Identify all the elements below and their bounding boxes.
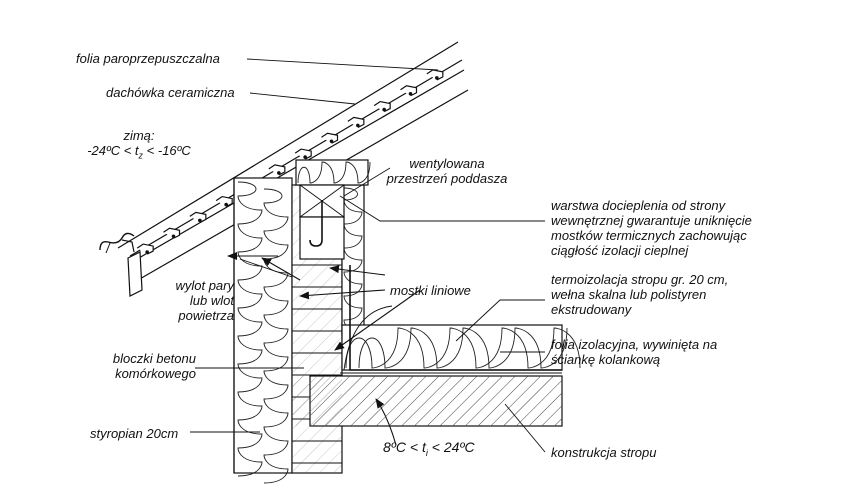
label-termoizolacja: termoizolacja stropu gr. 20 cm, wełna sk… — [551, 272, 729, 317]
tile-fixing-dot — [382, 107, 386, 112]
roof-tile — [189, 211, 207, 223]
label-warstwa-docieplenia: warstwa docieplenia od strony wewnętrzne… — [551, 198, 752, 258]
label-konstrukcja-stropu: konstrukcja stropu — [551, 445, 657, 460]
wall-plate — [299, 184, 345, 260]
label-zima-range: -24ºC < tz < -16ºC — [87, 143, 191, 161]
roof-tile — [136, 243, 154, 255]
roof-tile — [163, 227, 181, 239]
roof-tile — [347, 116, 365, 128]
roof-tile — [400, 85, 418, 97]
label-dachowka-ceramiczna: dachówka ceramiczna — [106, 85, 235, 100]
inner-wall-insulation — [341, 184, 365, 336]
label-folia-paroprzepuszczalna: folia paroprzepuszczalna — [76, 51, 220, 66]
anchor-bolt — [309, 200, 323, 247]
tile-fixing-dot — [435, 76, 439, 80]
arrow-bridge-3 — [334, 289, 421, 351]
roof-tile — [215, 195, 233, 208]
roof-tile — [268, 164, 286, 176]
tile-fixing-dot — [224, 202, 228, 207]
arrows — [227, 252, 421, 351]
roof-tile — [294, 148, 312, 160]
interior-heat-arrow — [375, 398, 397, 446]
tile-fixing-dot — [198, 218, 202, 223]
arrow-bridge-2 — [299, 289, 386, 300]
label-styropian: styropian 20cm — [90, 426, 179, 441]
tile-fixing-dot — [145, 250, 149, 254]
tile-fixing-dot — [277, 171, 281, 175]
roof-line-outer — [117, 41, 459, 249]
label-zima-title: zimą: — [123, 128, 155, 143]
roof-tile — [426, 69, 444, 81]
roof-tile — [321, 132, 339, 144]
label-bloczki: bloczki betonu komórkowego — [112, 351, 196, 381]
label-temp-interior: 8ºC < ti < 24ºC — [383, 439, 475, 458]
gutter-hook — [121, 239, 135, 253]
roof-tile — [373, 100, 391, 113]
tile-fixing-dot — [329, 139, 334, 144]
tile-fixing-dot — [408, 91, 413, 96]
arrow-bridge-1 — [329, 265, 386, 276]
gutter — [99, 232, 135, 251]
label-folia-izolacyjna: folia izolacyjna, wywinięta na ściankę k… — [551, 337, 718, 367]
tile-fixing-dot — [356, 123, 360, 128]
tile-fixing-dot — [303, 155, 307, 159]
ceiling-structure — [292, 375, 563, 427]
styrofoam-layer — [233, 177, 293, 484]
insulation-foil — [340, 265, 562, 374]
leader-lines — [190, 58, 546, 453]
tile-fixing-dot — [171, 234, 176, 239]
label-wentylowana: wentylowana przestrzeń poddasza — [386, 156, 508, 186]
wall-top-insulation — [295, 159, 371, 186]
ceiling-insulation — [341, 324, 581, 371]
label-wylot-pary: wylot pary lub wlot powietrza — [175, 278, 234, 323]
label-zima: zimą: -24ºC < tz < -16ºC — [84, 128, 194, 164]
arrow-vapor-1 — [261, 257, 301, 281]
fascia-board — [127, 251, 143, 297]
label-mostki-liniowe: mostki liniowe — [390, 283, 471, 298]
